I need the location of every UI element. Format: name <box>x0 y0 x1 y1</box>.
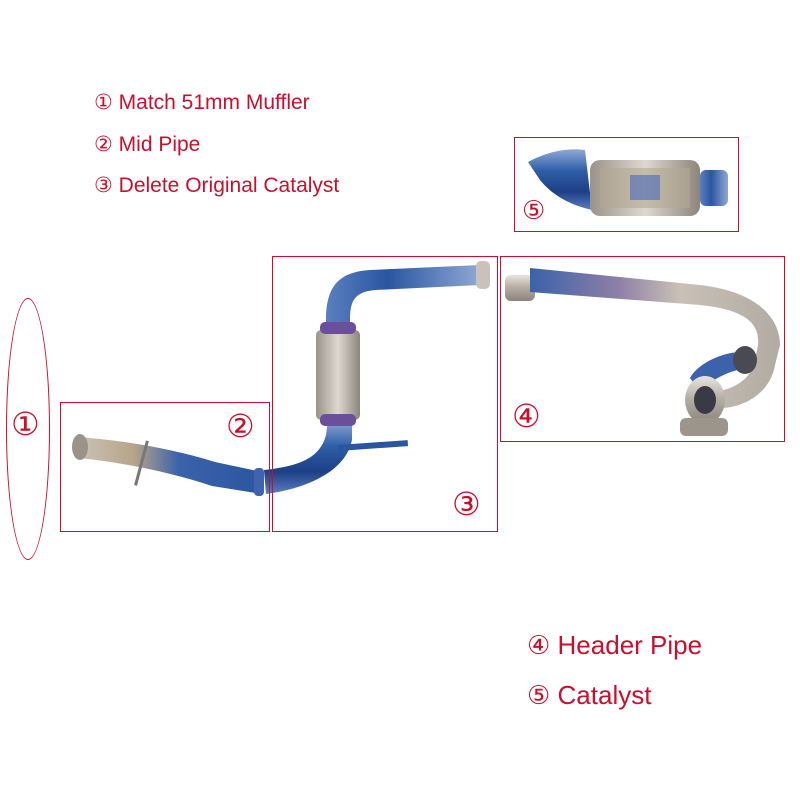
header-pipe <box>505 268 780 436</box>
catalyst <box>528 149 728 216</box>
legend-item-muffler: ① Match 51mm Muffler <box>94 91 310 114</box>
marker-3: ③ <box>452 486 481 522</box>
catalyst-box <box>514 137 739 232</box>
muffler-indicator-ellipse <box>6 298 50 560</box>
header-pipe-box <box>500 256 785 442</box>
marker-5: ⑤ <box>522 195 546 225</box>
marker-4: ④ <box>512 398 541 434</box>
legend-item-catalyst: ⑤ Catalyst <box>527 680 652 710</box>
legend-item-mid-pipe: ② Mid Pipe <box>94 133 201 156</box>
catalyst-delete-pipe <box>264 261 490 494</box>
mid-pipe-box <box>60 402 270 532</box>
legend-item-delete-catalyst: ③ Delete Original Catalyst <box>94 174 340 197</box>
catalyst-delete-box <box>272 256 498 532</box>
marker-2: ② <box>226 408 255 444</box>
mid-pipe <box>72 434 264 496</box>
marker-1: ① <box>11 406 40 442</box>
legend-item-header-pipe: ④ Header Pipe <box>527 630 703 660</box>
